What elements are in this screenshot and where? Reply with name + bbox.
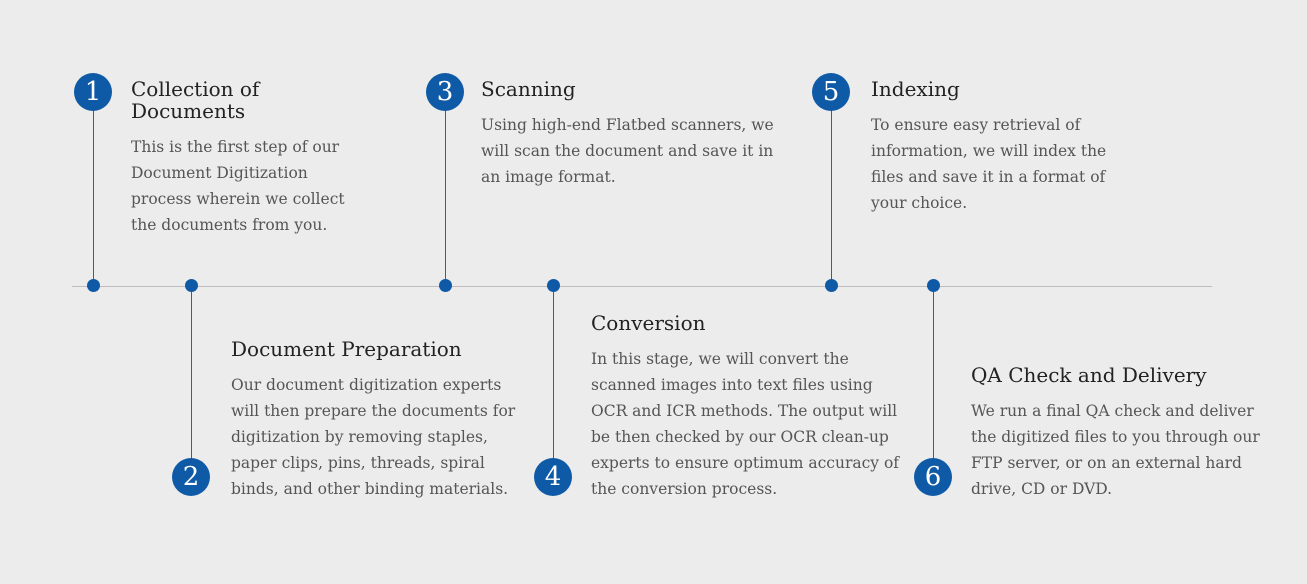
step-4-description: In this stage, we will convert the scann… [591, 350, 900, 498]
step-6-description: We run a final QA check and deliver the … [971, 402, 1260, 498]
step-6-stem [933, 286, 934, 462]
step-1-content: Collection of Documents This is the firs… [131, 78, 356, 238]
step-4-content: Conversion In this stage, we will conver… [591, 312, 906, 502]
step-3-title: Scanning [481, 77, 576, 101]
step-3-description: Using high-end Flatbed scanners, we will… [481, 116, 774, 186]
step-6-title: QA Check and Delivery [971, 363, 1207, 387]
step-2-stem [191, 286, 192, 462]
step-1-badge: 1 [74, 73, 112, 111]
step-3-stem [445, 108, 446, 286]
step-2-badge: 2 [172, 458, 210, 496]
step-6-dot [927, 279, 940, 292]
step-3-dot [439, 279, 452, 292]
step-4-badge: 4 [534, 458, 572, 496]
step-1-description: This is the first step of our Document D… [131, 138, 345, 234]
step-5-title: Indexing [871, 77, 960, 101]
step-1-stem [93, 108, 94, 286]
step-6-badge: 6 [914, 458, 952, 496]
step-3-badge: 3 [426, 73, 464, 111]
step-4-dot [547, 279, 560, 292]
step-1-dot [87, 279, 100, 292]
step-6-content: QA Check and Delivery We run a final QA … [971, 364, 1261, 502]
timeline-axis [72, 286, 1212, 287]
step-4-stem [553, 286, 554, 462]
step-3-content: Scanning Using high-end Flatbed scanners… [481, 78, 781, 190]
step-2-dot [185, 279, 198, 292]
step-5-dot [825, 279, 838, 292]
step-1-title: Collection of Documents [131, 77, 260, 123]
step-5-stem [831, 108, 832, 286]
step-5-badge: 5 [812, 73, 850, 111]
step-2-content: Document Preparation Our document digiti… [231, 338, 526, 502]
step-4-title: Conversion [591, 311, 706, 335]
step-2-title: Document Preparation [231, 337, 462, 361]
step-5-content: Indexing To ensure easy retrieval of inf… [871, 78, 1121, 216]
step-2-description: Our document digitization experts will t… [231, 376, 516, 498]
step-5-description: To ensure easy retrieval of information,… [871, 116, 1107, 212]
